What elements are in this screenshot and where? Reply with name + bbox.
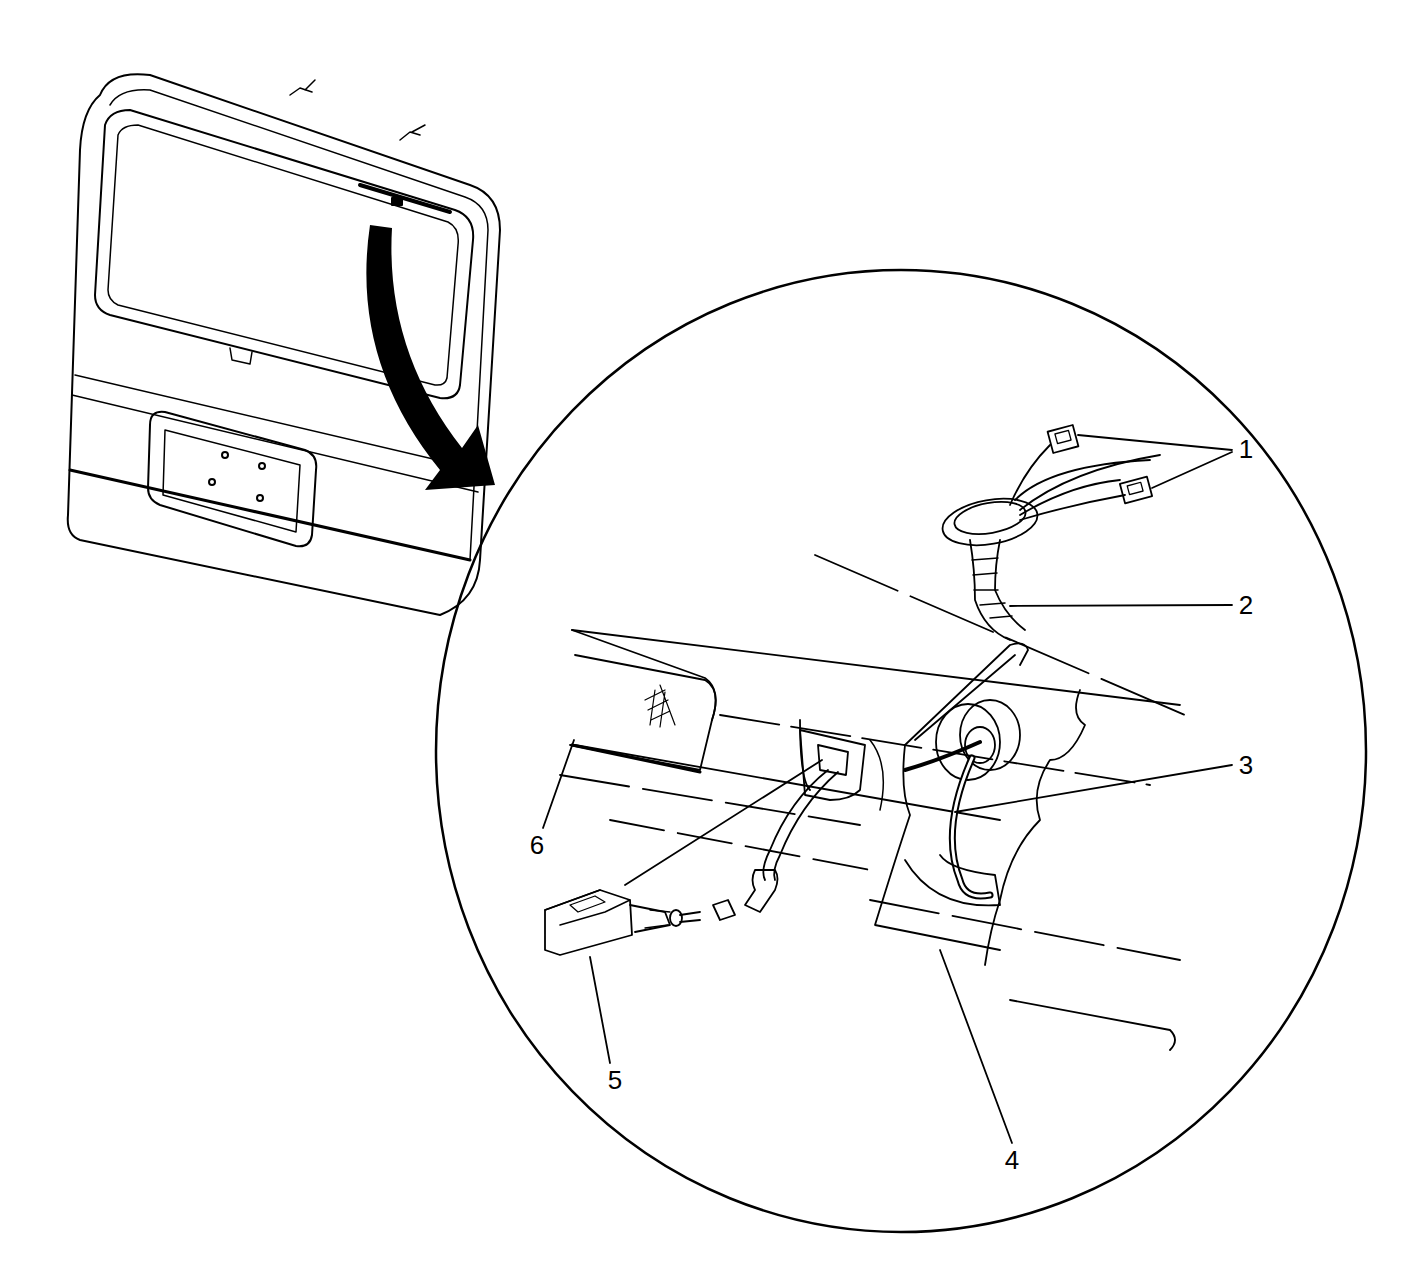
callout-number: 1: [1239, 436, 1253, 462]
callout-number: 2: [1239, 592, 1253, 618]
callout-number: 3: [1239, 752, 1253, 778]
view-arrow: [366, 225, 495, 490]
liftgate-overview: [68, 74, 500, 615]
leader-lines: [543, 435, 1232, 1143]
detail-circle: [436, 270, 1366, 1232]
callout-number: 6: [530, 832, 544, 858]
callout-number: 5: [608, 1067, 622, 1093]
detail-view: [545, 425, 1185, 1050]
callout-number: 4: [1005, 1147, 1019, 1173]
